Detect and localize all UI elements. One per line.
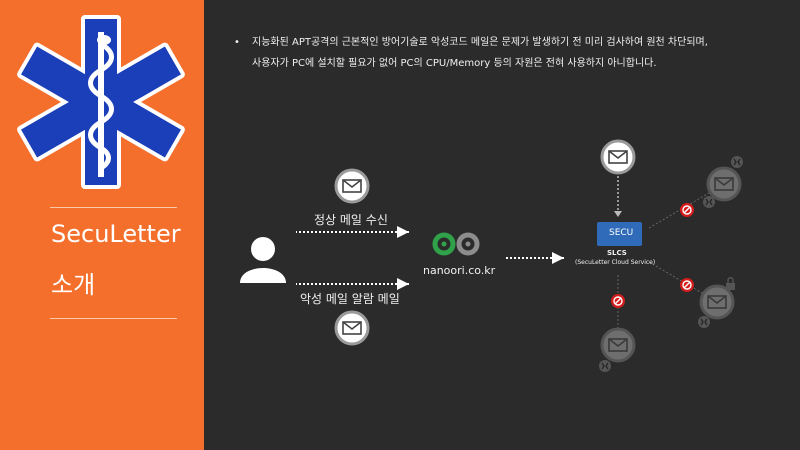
sidebar-subtitle: 소개	[51, 271, 96, 299]
malware-icon	[598, 359, 612, 373]
secu-box-label: SECU	[609, 228, 634, 238]
malware-icon	[730, 155, 744, 169]
divider-bottom	[50, 318, 177, 319]
malware-mail-icon	[600, 327, 636, 363]
malware-icon	[702, 195, 716, 209]
lock-icon	[726, 277, 735, 290]
star-of-life-icon	[17, 15, 185, 189]
seculetter-diagram	[240, 139, 744, 373]
bullet: •	[234, 37, 240, 48]
secu-box	[597, 222, 642, 246]
description-line-2: 사용자가 PC에 설치할 필요가 없어 PC의 CPU/Memory 등의 자원…	[252, 58, 657, 69]
nanoori-label: nanoori.co.kr	[423, 264, 496, 277]
normal-mail-label: 정상 메일 수신	[314, 213, 388, 227]
sidebar: SecuLetter 소개	[0, 0, 204, 450]
malicious-mail-label: 악성 메일 알람 메일	[300, 292, 400, 306]
description-line-1: 지능화된 APT공격의 근본적인 방어기술로 악성코드 메일은 문제가 발생하기…	[252, 37, 708, 48]
description: • 지능화된 APT공격의 근본적인 방어기술로 악성코드 메일은 문제가 발생…	[234, 32, 784, 74]
block-icon	[610, 293, 626, 309]
malware-mail-icon	[699, 284, 735, 320]
block-icon	[679, 277, 695, 293]
mail-icon	[334, 310, 370, 346]
sidebar-title: SecuLetter	[51, 220, 181, 248]
divider-top	[50, 207, 177, 208]
block-icon	[679, 202, 695, 218]
slcs-sub-label: (SecuLetter Cloud Service)	[575, 259, 656, 266]
mail-icon	[334, 168, 370, 204]
mail-icon	[600, 139, 636, 175]
user-icon	[240, 237, 286, 283]
malware-mail-icon	[706, 166, 742, 202]
main-content: • 지능화된 APT공격의 근본적인 방어기술로 악성코드 메일은 문제가 발생…	[204, 0, 800, 450]
malware-icon	[697, 315, 711, 329]
nanoori-logo-icon	[432, 232, 480, 256]
slcs-label: SLCS	[607, 249, 627, 257]
